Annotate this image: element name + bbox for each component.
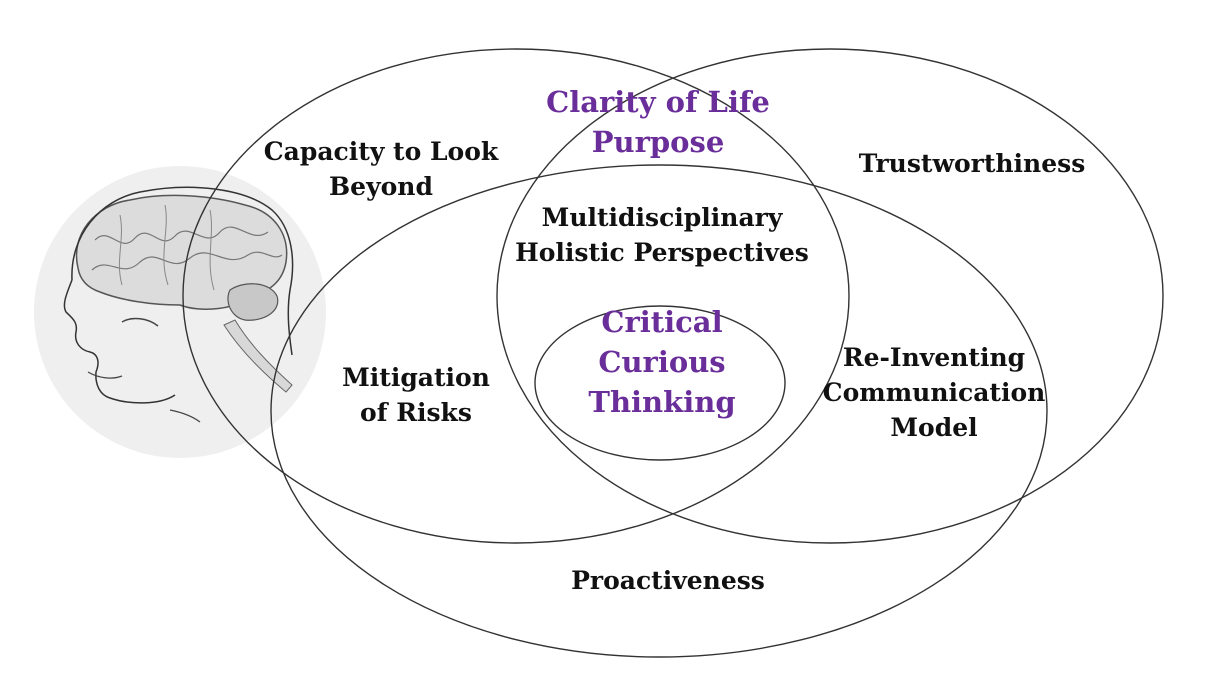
brain-icon [75, 194, 288, 310]
label-line: Purpose [591, 125, 725, 159]
set-bottom-ellipse [270, 164, 1048, 658]
label-multidisciplinary-holistic-perspectives: Multidisciplinary Holistic Perspectives [515, 200, 809, 270]
label-line: Curious [598, 345, 726, 379]
label-line: Trustworthiness [858, 149, 1086, 178]
label-line: Capacity to Look [263, 137, 499, 166]
label-line: Proactiveness [571, 566, 765, 595]
label-line: Model [890, 413, 978, 442]
label-re-inventing-communication-model: Re-Inventing Communication Model [823, 340, 1046, 445]
label-line: Mitigation [342, 363, 490, 392]
label-line: Clarity of Life [546, 85, 770, 119]
label-line: Beyond [329, 172, 433, 201]
label-trustworthiness: Trustworthiness [859, 146, 1086, 181]
label-mitigation-of-risks: Mitigation of Risks [342, 360, 490, 430]
label-line: Communication [822, 378, 1046, 407]
set-top-left-ellipse [182, 48, 850, 544]
eye-icon [121, 317, 159, 327]
set-top-right-ellipse [496, 48, 1164, 544]
brain-fold [94, 226, 269, 244]
head-with-brain-icon [34, 166, 326, 458]
label-line: Re-Inventing [842, 343, 1026, 372]
label-clarity-of-life-purpose: Clarity of Life Purpose [546, 82, 770, 162]
brain-fold [118, 204, 215, 291]
cerebellum-icon [227, 283, 279, 321]
label-proactiveness: Proactiveness [571, 563, 765, 598]
label-capacity-to-look-beyond: Capacity to Look Beyond [264, 134, 498, 204]
jaw-line [169, 409, 201, 423]
head-outline [71, 186, 294, 356]
label-line: of Risks [360, 398, 472, 427]
core-ellipse [534, 305, 786, 461]
label-line: Holistic Perspectives [515, 238, 809, 267]
label-line: Thinking [588, 385, 736, 419]
mouth-icon [87, 371, 123, 379]
label-line: Critical [601, 305, 723, 339]
brain-fold [91, 251, 283, 271]
label-critical-curious-thinking: Critical Curious Thinking [588, 302, 735, 422]
face-profile [63, 279, 176, 404]
label-line: Multidisciplinary [541, 203, 783, 232]
